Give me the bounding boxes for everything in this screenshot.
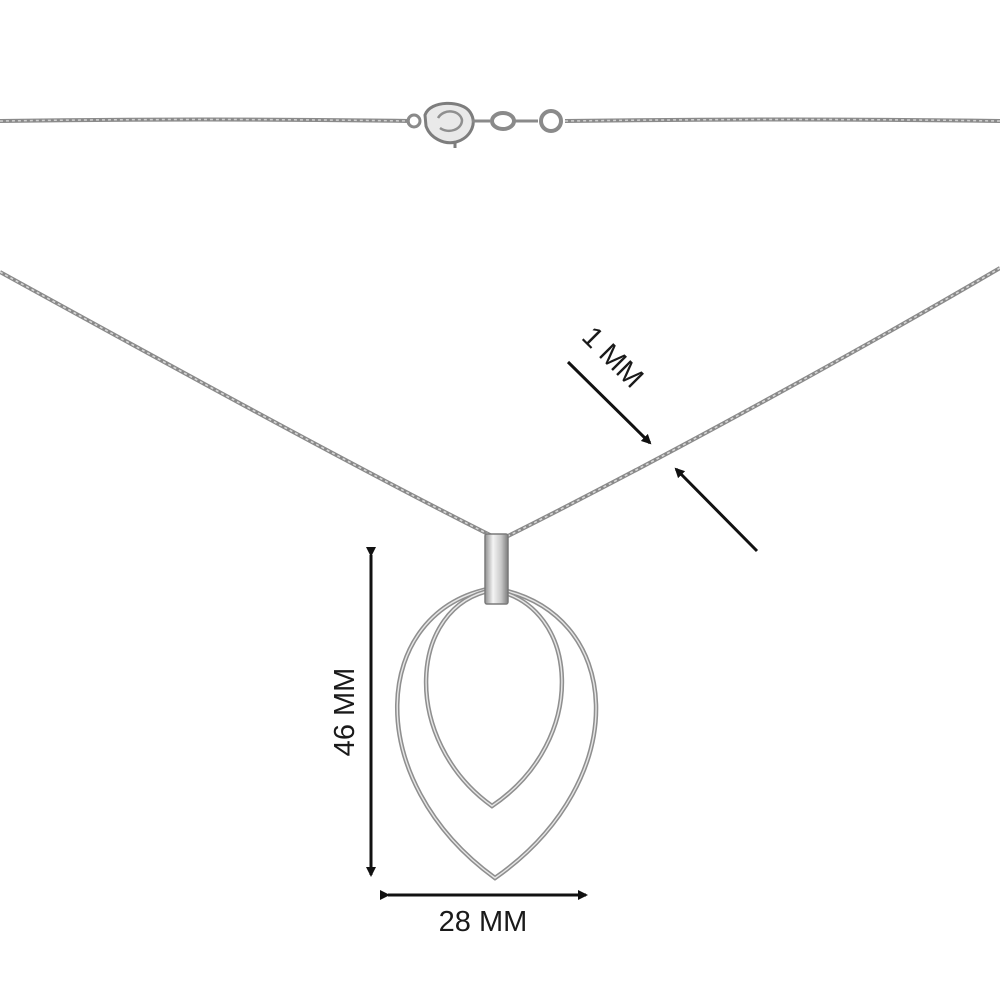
top-chain — [0, 117, 1000, 123]
chain-thickness-label: 1 MM — [575, 321, 649, 395]
height-label: 46 MM — [329, 668, 361, 757]
outer-marquise-ring — [395, 585, 599, 881]
chain-arrow-lower — [674, 467, 759, 553]
inner-marquise-ring — [423, 587, 565, 809]
lobster-clasp — [406, 101, 563, 148]
chain-thickness-dimension: 1 MM — [566, 321, 759, 553]
width-dimension: 28 MM — [380, 890, 588, 938]
chain-arrow-upper — [566, 360, 652, 445]
hanging-chain — [0, 266, 1000, 540]
pendant — [395, 533, 599, 881]
pendant-bail — [484, 533, 509, 605]
width-label: 28 MM — [439, 906, 528, 938]
height-dimension: 46 MM — [329, 547, 376, 877]
